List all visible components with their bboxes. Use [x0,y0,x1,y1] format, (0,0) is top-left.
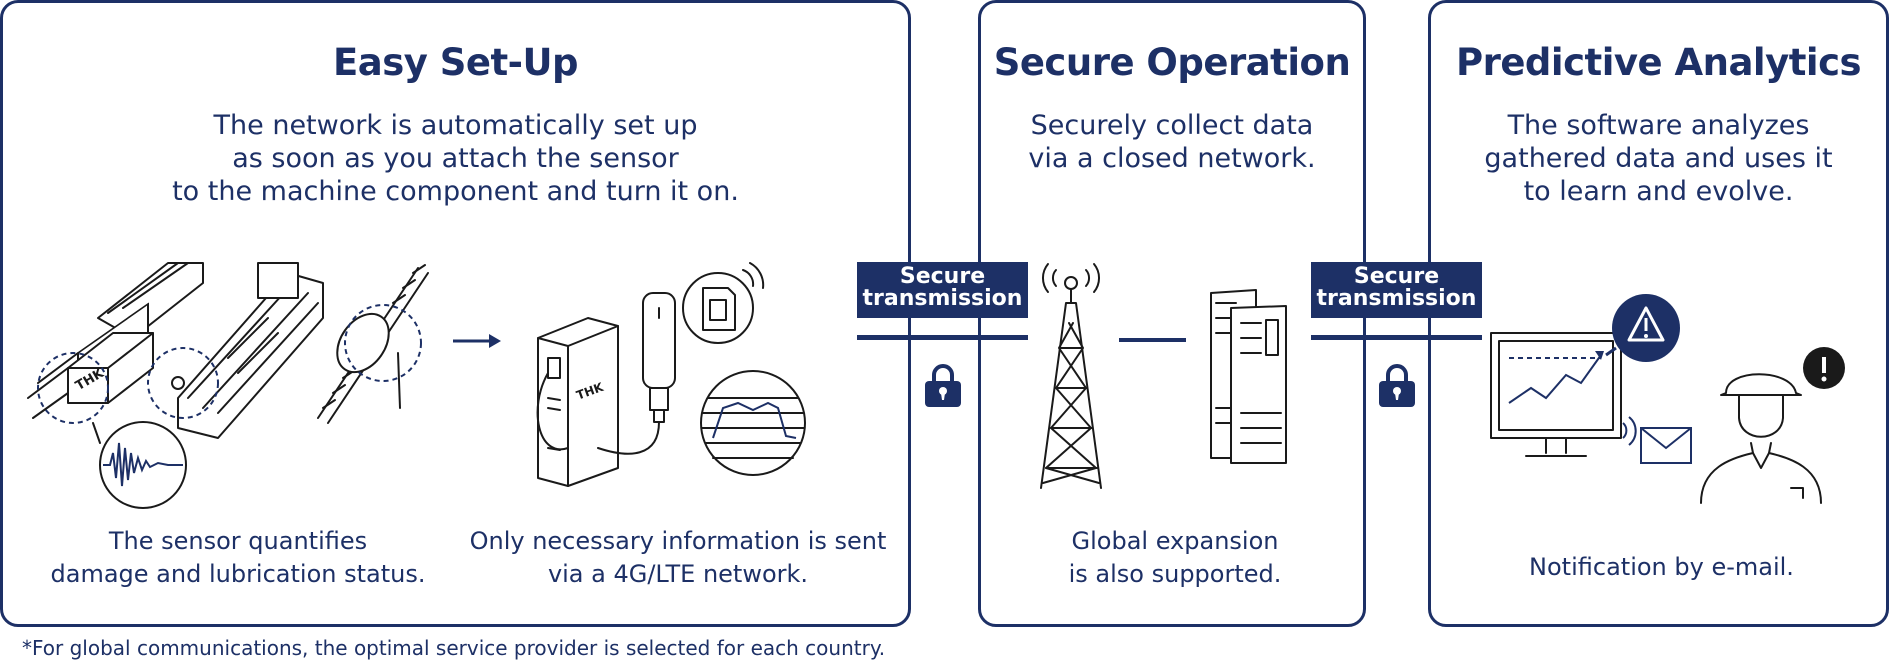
gateway-device-illustration: THK [536,262,806,487]
router-icon: THK [536,317,619,487]
lock-icon [925,364,961,407]
panel-description: The network is automatically set up as s… [172,110,739,207]
linear-guide-icon: THK [27,262,204,424]
transmission-line [1311,335,1482,340]
secure-transmission-badge: Secure transmission [1311,262,1482,318]
vibration-waveform-icon [92,421,187,509]
panel-title: Secure Operation [993,41,1351,84]
global-caption: Global expansion is also supported. [1068,527,1282,588]
sim-card-icon [682,262,765,344]
cell-tower-icon [1040,263,1102,489]
panel-easy-setup: Easy Set-Up The network is automatically… [0,0,911,627]
monitor-icon [1490,332,1622,457]
cell-tower-server-illustration [1040,263,1287,489]
panel-description: The software analyzes gathered data and … [1484,110,1833,207]
email-notification-caption: Notification by e-mail. [1529,553,1794,581]
footnote: *For global communications, the optimal … [22,636,886,660]
ball-screw-icon [317,264,429,424]
lock-icon [1379,364,1415,407]
actuator-icon [147,262,324,439]
machine-components-illustration: THK [27,262,429,509]
panel-title: Predictive Analytics [1455,41,1862,84]
panel-secure-operation: Secure Operation Securely collect data v… [978,0,1366,627]
signal-graph-icon [700,370,806,476]
engineer-icon [1700,373,1822,504]
usb-modem-icon [597,292,676,455]
sensor-caption: The sensor quantifies damage and lubrica… [50,527,426,588]
alert-icon [1803,347,1845,389]
panel-title: Easy Set-Up [332,41,579,84]
warning-icon [1605,294,1680,362]
transmission-line [857,335,1028,340]
network-caption: Only necessary information is sent via a… [469,527,887,588]
analytics-notification-illustration [1490,294,1845,504]
secure-transmission-badge: Secure transmission [857,262,1028,318]
panel-description: Securely collect data via a closed netwo… [1028,110,1316,174]
arrow-right-icon [453,334,501,348]
panel-predictive-analytics: Predictive Analytics The software analyz… [1428,0,1889,627]
email-icon [1622,416,1692,464]
server-icon [1210,289,1287,464]
